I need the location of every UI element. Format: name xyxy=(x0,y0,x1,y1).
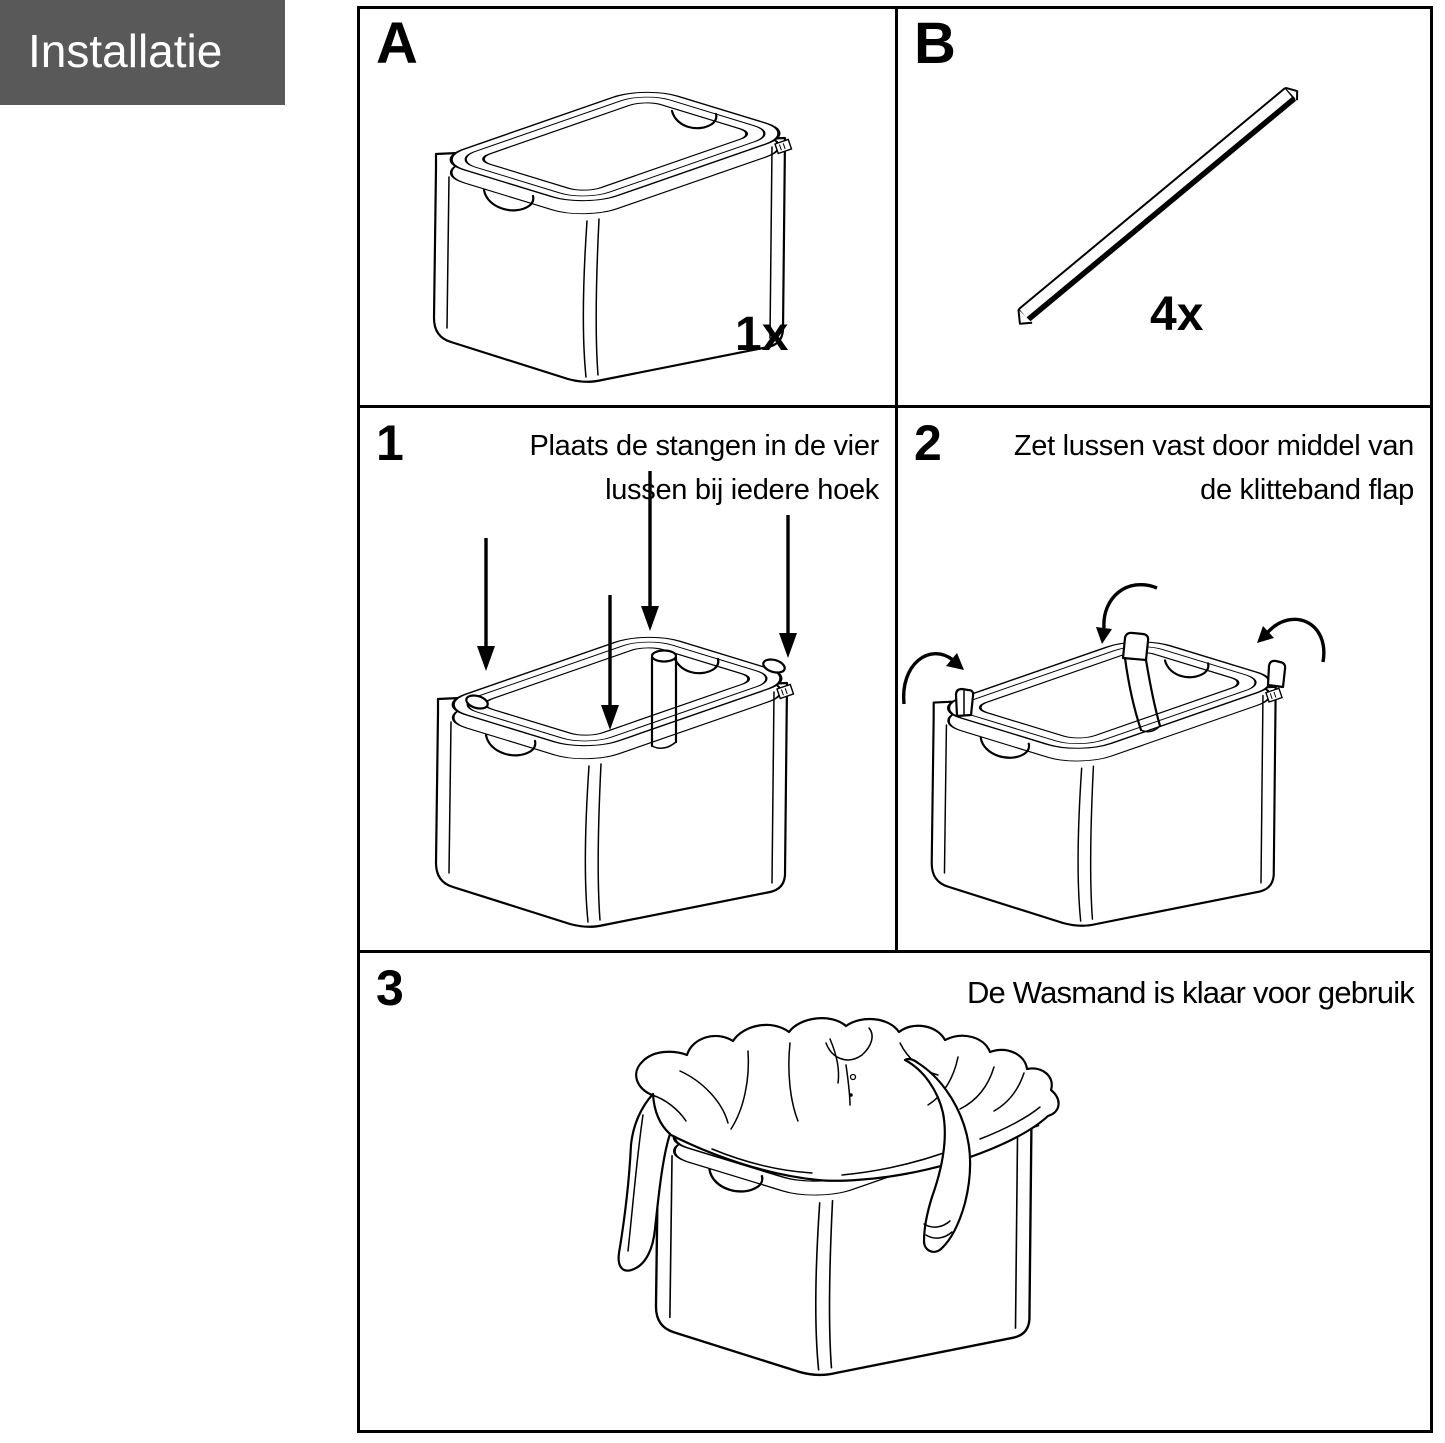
panel-part-b: B 4x xyxy=(898,9,1430,408)
towel-hanging xyxy=(617,1092,672,1272)
velcro-strap-middle xyxy=(1121,631,1162,733)
sheet-header: Installatie xyxy=(0,0,285,105)
step-2-drawing xyxy=(902,582,1326,927)
step-3-caption: De Wasmand is klaar voor gebruik xyxy=(966,975,1415,1010)
part-a-basket-drawing xyxy=(431,85,799,383)
polo-shirt-detail xyxy=(825,1027,873,1106)
curl-arrow-icon xyxy=(1257,617,1326,663)
part-a-label: A xyxy=(376,11,418,76)
down-arrow-icon xyxy=(641,471,659,631)
step-1-number: 1 xyxy=(376,415,404,471)
rod-illustration xyxy=(1017,86,1299,325)
rod-inside-basket xyxy=(650,649,678,749)
part-b-label: B xyxy=(914,11,956,76)
curl-arrow-icon xyxy=(902,652,964,705)
step-1-drawing xyxy=(433,471,801,928)
panel-step-2: 2 Zet lussen vast door middel van de kli… xyxy=(898,408,1430,953)
panel-part-a: A 1x xyxy=(360,9,898,408)
step-2-caption: Zet lussen vast door middel van de klitt… xyxy=(1013,430,1414,506)
step-2-number: 2 xyxy=(914,415,942,471)
down-arrow-icon xyxy=(601,595,619,730)
down-arrow-icon xyxy=(477,538,495,671)
velcro-strap-left xyxy=(954,687,975,718)
panel-grid: A 1x B 4x xyxy=(357,6,1433,1433)
step-3-drawing xyxy=(617,1017,1060,1377)
velcro-strap-right xyxy=(1266,659,1287,689)
curl-arrow-icon xyxy=(1096,582,1158,644)
corner-loop-right xyxy=(762,658,786,674)
corner-loop-left xyxy=(465,694,489,710)
part-a-count: 1x xyxy=(735,308,789,361)
step-3-number: 3 xyxy=(376,960,404,1016)
page-title: Installatie xyxy=(28,24,223,77)
panel-step-3: 3 De Wasmand is klaar voor gebruik xyxy=(360,953,1430,1430)
step-1-caption: Plaats de stangen in de vier lussen bij … xyxy=(529,430,880,506)
panel-step-1: 1 Plaats de stangen in de vier lussen bi… xyxy=(360,408,898,953)
part-b-count: 4x xyxy=(1150,288,1204,341)
down-arrow-icon xyxy=(779,515,797,658)
part-b-rod-drawing xyxy=(1017,86,1299,325)
sleeve-hanging xyxy=(903,1057,972,1253)
